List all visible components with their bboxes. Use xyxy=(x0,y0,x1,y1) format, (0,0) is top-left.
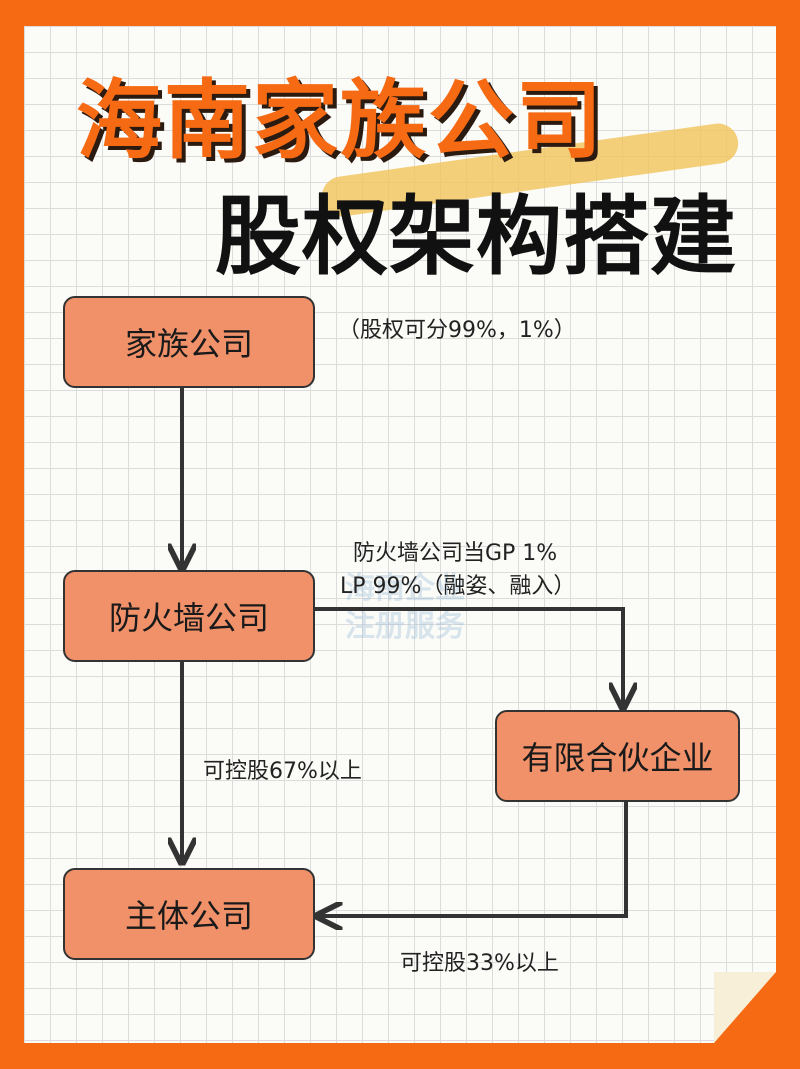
label-lp-share: LP 99%（融姿、融入） xyxy=(340,574,576,599)
title-line-1: 海南家族公司 xyxy=(76,71,604,171)
node-family-company: 家族公司 xyxy=(63,296,315,388)
label-gp-share: 防火墙公司当GP 1% xyxy=(353,541,558,566)
label-control-33: 可控股33%以上 xyxy=(400,951,559,976)
node-main-company: 主体公司 xyxy=(63,868,315,960)
node-limited-partnership: 有限合伙企业 xyxy=(495,710,740,802)
watermark-line-1: 海南企业 xyxy=(345,571,465,606)
arrow-partnership-to-main xyxy=(320,802,628,916)
title-line-2: 股权架构搭建 xyxy=(215,187,737,287)
label-equity-split: （股权可分99%，1%） xyxy=(338,318,576,343)
node-firewall-company: 防火墙公司 xyxy=(63,570,315,662)
arrow-firewall-to-partnership xyxy=(314,607,623,705)
label-control-67: 可控股67%以上 xyxy=(203,759,362,784)
watermark-line-2: 注册服务 xyxy=(345,609,465,644)
watermark: 海南企业 注册服务 xyxy=(345,570,505,646)
page-fold-flap xyxy=(714,972,776,1043)
